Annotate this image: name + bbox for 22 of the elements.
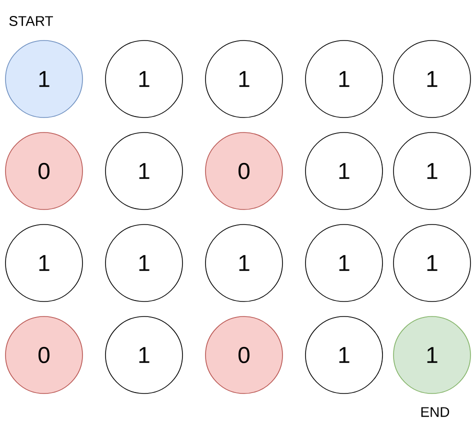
circle-node: 1 — [5, 224, 83, 302]
circle-node: 0 — [205, 316, 283, 394]
circle-node: 1 — [393, 40, 471, 118]
circle-node: 1 — [305, 40, 383, 118]
circle-node: 1 — [393, 132, 471, 210]
circle-node: 1 — [205, 40, 283, 118]
circle-node: 1 — [105, 40, 183, 118]
node-caption: END — [421, 407, 450, 417]
circle-node: 0 — [205, 132, 283, 210]
circle-node: 0 — [5, 132, 83, 210]
circle-node: 1 — [105, 224, 183, 302]
circle-node: 1 — [393, 224, 471, 302]
circle-node: 1 — [205, 224, 283, 302]
circle-node: 1 — [305, 316, 383, 394]
circle-node: 1 — [5, 40, 83, 118]
circle-node: 1 — [105, 316, 183, 394]
circle-node: 1 — [305, 132, 383, 210]
circle-node: 1 — [393, 316, 471, 394]
circle-node: 1 — [305, 224, 383, 302]
circle-node: 1 — [105, 132, 183, 210]
node-caption: START — [9, 16, 53, 26]
circle-node: 0 — [5, 316, 83, 394]
